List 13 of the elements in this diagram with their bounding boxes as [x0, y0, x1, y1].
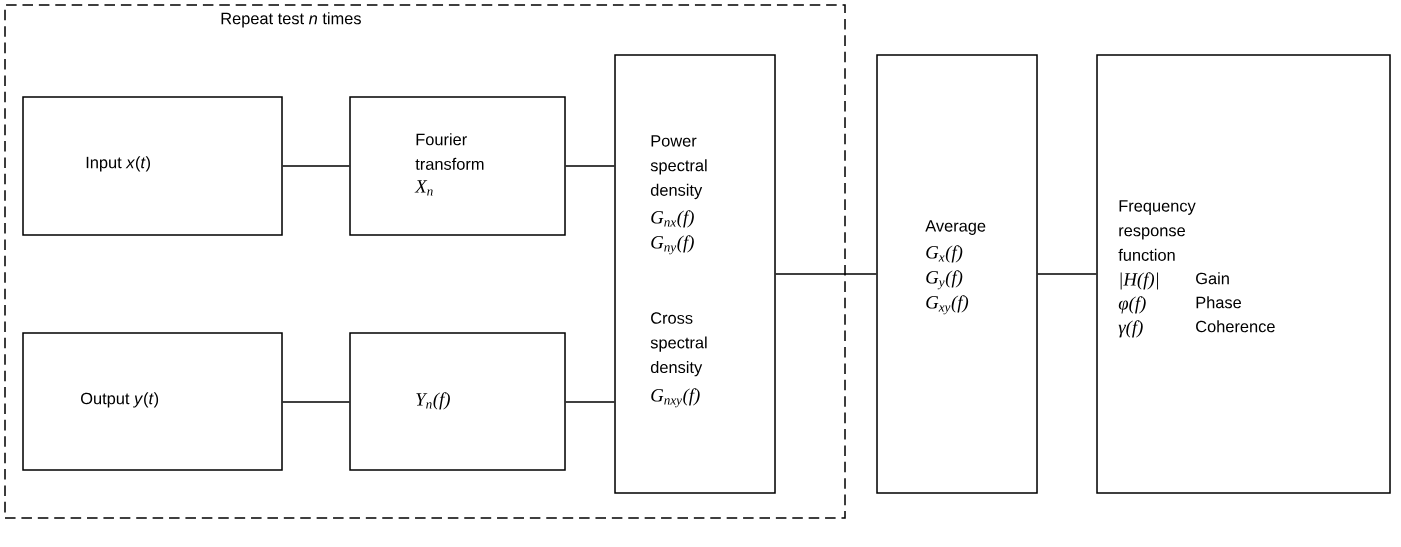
process-box: Y$_{n}$(f)	[349, 332, 566, 471]
process-box: Power spectral density G$_{nx}$(f) G$_{ny}$(f) Cross spectral density G$_{nxy}$(f)	[614, 54, 776, 494]
connector-line	[775, 273, 877, 275]
connector-line	[565, 165, 615, 167]
connector-line	[565, 401, 615, 403]
connector-line	[1037, 273, 1097, 275]
process-box: Output y(t)	[22, 332, 283, 471]
connector-line	[282, 165, 350, 167]
process-box: Frequency response function |H(f)| Gain φ(f) Phase γ(f) Coherence	[1096, 54, 1391, 494]
process-box: Average G$_{x}$(f) G$_{y}$(f) G$_{xy}$(f)	[876, 54, 1038, 494]
process-box: Fourier transform X$_{n}$	[349, 96, 566, 236]
process-box: Input x(t)	[22, 96, 283, 236]
connector-line	[282, 401, 350, 403]
